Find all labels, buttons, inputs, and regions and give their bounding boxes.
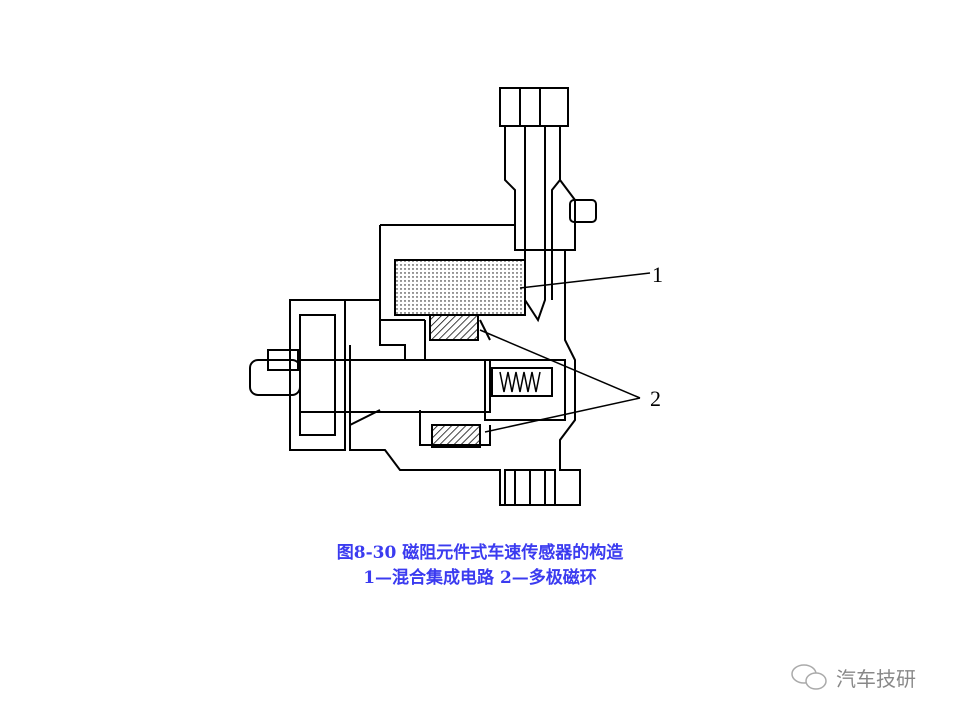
magnetic-ring-top xyxy=(429,314,479,341)
hybrid-ic xyxy=(394,259,526,316)
watermark-text: 汽车技研 xyxy=(836,666,916,691)
wechat-icon xyxy=(791,664,827,690)
figure-caption-legend: 1—混合集成电路 2—多极磁环 xyxy=(363,568,597,588)
label-2: 2 xyxy=(650,386,661,411)
figure-caption-title: 图8-30 磁阻元件式车速传感器的构造 xyxy=(336,543,624,563)
label-1: 1 xyxy=(652,262,663,287)
leader-lines xyxy=(479,272,651,433)
watermark: 汽车技研 xyxy=(790,662,916,692)
housing xyxy=(249,224,581,506)
magnetic-ring-bottom xyxy=(431,424,481,448)
connector xyxy=(499,87,597,323)
